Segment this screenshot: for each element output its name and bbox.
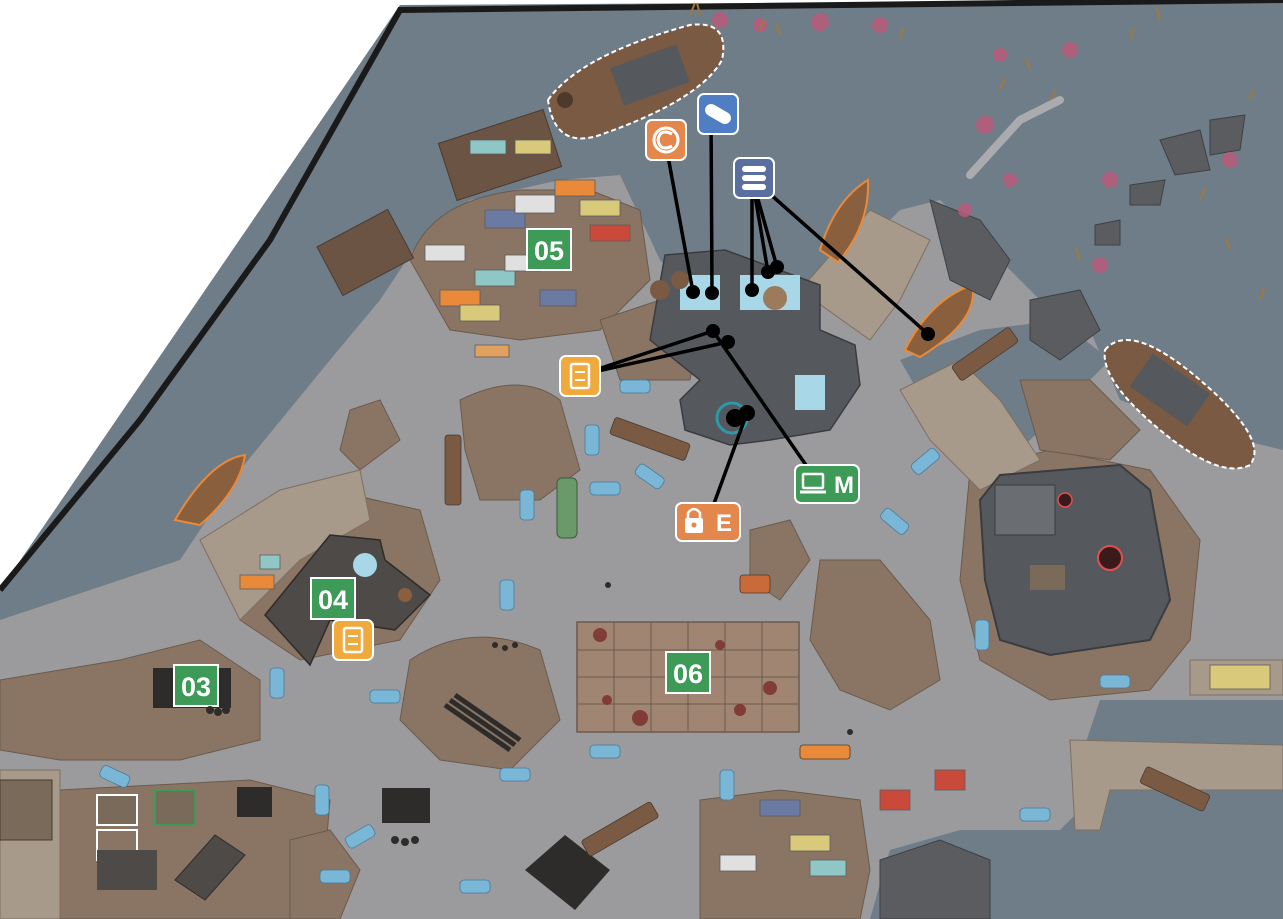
zone-label-05[interactable]: 05: [526, 228, 572, 271]
computer-terminal-letter: M: [834, 472, 854, 499]
central-facility: [649, 249, 861, 446]
bottom-left-buildings: [0, 779, 610, 910]
coin-icon: [652, 126, 680, 154]
ammo-icon: [742, 166, 766, 190]
rusted-vehicles: [444, 327, 1210, 857]
kelp-clusters: [689, 2, 1265, 301]
container-stacks: [239, 139, 1271, 877]
supply-cache-marker[interactable]: [697, 93, 739, 135]
capsule-icon: [705, 104, 731, 124]
crane-girder: [443, 692, 522, 753]
zone-label-04-text: 04: [318, 585, 348, 615]
barrels: [206, 582, 853, 846]
rowboats: [173, 178, 974, 527]
wrecked-cars: [99, 379, 1131, 894]
cargo-ship-north: [546, 23, 725, 140]
zone-label-03-text: 03: [181, 672, 211, 702]
key-locked-marker[interactable]: E: [675, 502, 741, 542]
key-locked-letter: E: [716, 510, 732, 537]
loot-container-west-marker[interactable]: [332, 619, 374, 661]
coin-cache-marker[interactable]: [645, 119, 687, 161]
zone-label-06[interactable]: 06: [665, 651, 711, 694]
ammo-cache-marker[interactable]: [733, 157, 775, 199]
zone-label-05-text: 05: [534, 236, 564, 266]
computer-terminal-marker[interactable]: M: [794, 464, 860, 504]
cargo-ship-east: [1103, 339, 1256, 470]
padlock-icon: [685, 507, 703, 533]
zone-label-06-text: 06: [673, 659, 703, 689]
loot-container-north-marker[interactable]: [559, 355, 601, 397]
green-tank-car: [556, 477, 578, 539]
breakwater: [966, 96, 1064, 179]
seaweed-clusters: [712, 12, 1238, 273]
barge-northwest: [316, 108, 563, 297]
document-icon: [569, 362, 591, 390]
warehouse-east: [978, 463, 1172, 657]
zone-label-04[interactable]: 04: [310, 577, 356, 620]
laptop-icon: [800, 472, 826, 494]
poi-connector-dots: [686, 260, 935, 427]
document-icon: [342, 626, 364, 654]
zone-label-03[interactable]: 03: [173, 664, 219, 707]
rocks: [879, 114, 1246, 919]
